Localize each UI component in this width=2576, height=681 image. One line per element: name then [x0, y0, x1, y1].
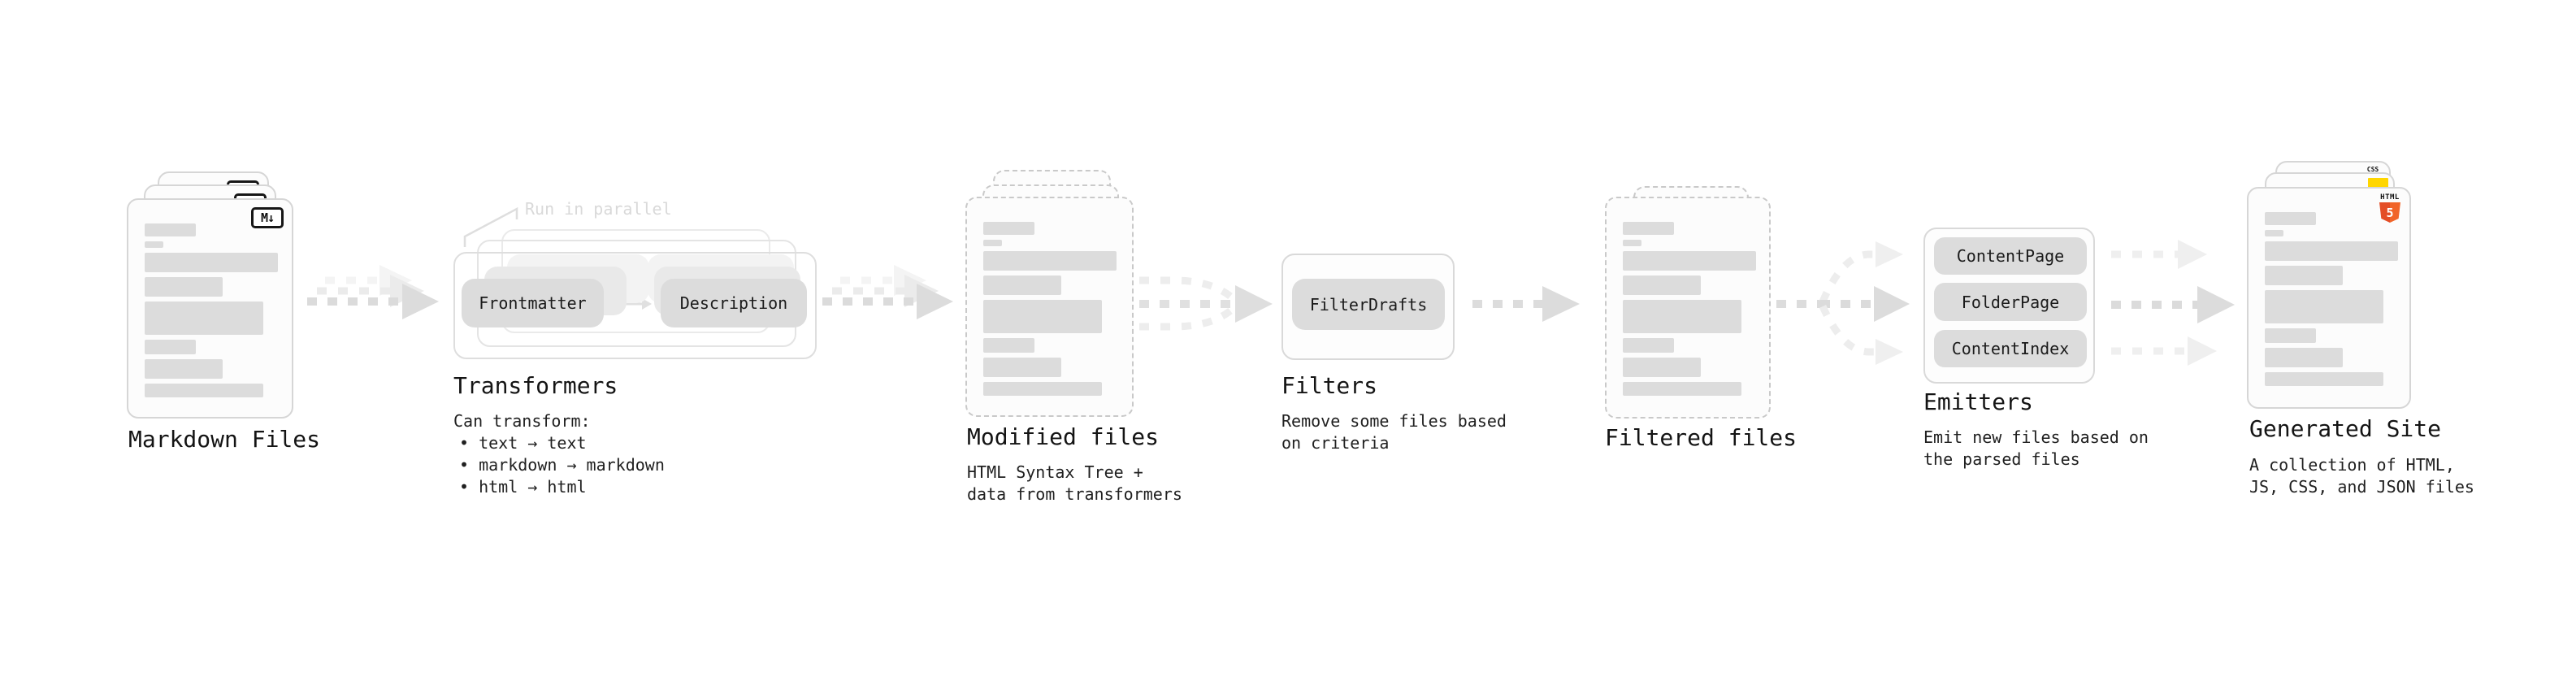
modified-files-note-line: HTML Syntax Tree +: [967, 462, 1143, 482]
folderpage-pill: FolderPage: [1934, 283, 2087, 321]
modified-file-card-front: [965, 197, 1134, 417]
arrow-emitters-to-generated: [2111, 240, 2235, 366]
frontmatter-pill: Frontmatter: [462, 279, 604, 327]
transformers-label: Transformers: [453, 372, 618, 399]
generated-site-note-line: A collection of HTML,: [2249, 455, 2455, 475]
generated-site-note-line: JS, CSS, and JSON files: [2249, 477, 2474, 497]
generated-file-card-front: HTML 5: [2247, 187, 2411, 409]
modified-files-note-line: data from transformers: [967, 484, 1182, 504]
generated-site-label: Generated Site: [2249, 415, 2442, 442]
description-pill: Description: [661, 279, 807, 327]
arrow-filtered-to-emitters: [1776, 241, 1910, 365]
markdown-files-label: Markdown Files: [128, 426, 321, 453]
filterdrafts-pill: FilterDrafts: [1292, 279, 1445, 330]
emitters-note-line: Emit new files based on: [1923, 427, 2149, 447]
arrow-modified-to-filters: [1139, 276, 1273, 331]
transformers-bullet: • text → text: [459, 433, 587, 453]
arrow-markdown-to-transformers: [307, 265, 439, 319]
file-content-placeholder: [2265, 212, 2398, 386]
file-content-placeholder: [145, 223, 278, 397]
arrow-filters-to-filtered: [1472, 286, 1580, 322]
modified-files-label: Modified files: [967, 423, 1160, 450]
contentpage-pill: ContentPage: [1934, 237, 2087, 275]
filters-note-line: on criteria: [1281, 433, 1390, 453]
run-in-parallel-annotation: Run in parallel: [525, 199, 672, 219]
filters-note: Remove some files based on criteria: [1281, 410, 1507, 454]
transformers-bullet: • html → html: [459, 477, 587, 497]
html5-icon: HTML 5: [2379, 193, 2401, 223]
transformer-box-front: [453, 252, 817, 359]
file-content-placeholder: [983, 222, 1117, 396]
transformers-bullet: • markdown → markdown: [459, 455, 665, 475]
contentindex-pill: ContentIndex: [1934, 330, 2087, 367]
transformers-note: Can transform: • text → text • markdown …: [453, 410, 665, 498]
transformers-note-title: Can transform:: [453, 411, 591, 431]
filters-note-line: Remove some files based: [1281, 411, 1507, 431]
markdown-file-card-front: M↓: [127, 198, 293, 419]
filters-label: Filters: [1281, 372, 1378, 399]
emitters-label: Emitters: [1923, 388, 2033, 415]
emitters-note: Emit new files based on the parsed files: [1923, 427, 2149, 471]
markdown-icon: M↓: [251, 207, 284, 228]
generated-site-note: A collection of HTML, JS, CSS, and JSON …: [2249, 454, 2474, 498]
file-content-placeholder: [1623, 222, 1756, 396]
modified-files-note: HTML Syntax Tree + data from transformer…: [967, 462, 1182, 505]
filtered-file-card-front: [1605, 197, 1771, 419]
javascript-icon: [2368, 178, 2388, 189]
run-in-parallel-leader-line: [463, 206, 518, 247]
arrow-transformers-to-modified: [822, 265, 953, 319]
filtered-files-label: Filtered files: [1605, 424, 1798, 451]
emitters-note-line: the parsed files: [1923, 449, 2080, 469]
